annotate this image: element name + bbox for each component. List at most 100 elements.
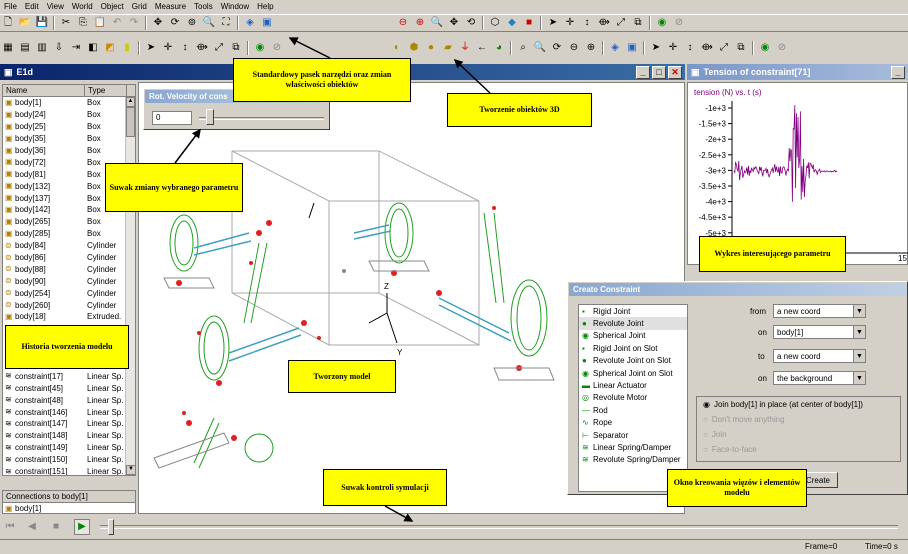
list-item[interactable]: ▣body[132]Box	[5, 181, 101, 191]
scroll-down-arrow[interactable]: ▼	[126, 465, 135, 475]
list-item[interactable]: ▣body[1]Box	[5, 98, 101, 108]
rewind-icon[interactable]: ⏮	[5, 521, 15, 532]
disable-icon[interactable]: ⊘	[272, 42, 282, 53]
constraint-type-item[interactable]: —Rod	[582, 405, 608, 415]
list-item[interactable]: ⊜body[260]Cylinder	[5, 300, 117, 310]
move-icon[interactable]: ✥	[153, 17, 163, 28]
menu-edit[interactable]: Edit	[24, 2, 39, 11]
list-item[interactable]: ⊜body[88]Cylinder	[5, 264, 117, 274]
list-item[interactable]: ▣body[18]Extruded.	[5, 312, 122, 322]
column-header-name[interactable]: Name	[3, 85, 85, 97]
open-folder-icon[interactable]: 📂	[18, 17, 32, 28]
grid-icon[interactable]: ▦	[3, 42, 13, 53]
list-item[interactable]: ≋constraint[45]Linear Sp.	[5, 383, 124, 393]
create-box-icon[interactable]: ▰	[444, 42, 452, 53]
create-block-icon[interactable]: ⬢	[409, 42, 419, 53]
spin-icon[interactable]: ⟴	[598, 17, 610, 28]
zoom-out-icon[interactable]: ⊖	[398, 17, 408, 28]
constraint-type-item[interactable]: ▪Rigid Joint on Slot	[582, 343, 658, 353]
list-item[interactable]: ▣body[36]Box	[5, 146, 101, 155]
redo-icon[interactable]: ↷	[129, 17, 139, 28]
constraint-type-item[interactable]: ◉Spherical Joint on Slot	[582, 368, 673, 378]
constraint-type-item[interactable]: ▬Linear Actuator	[582, 381, 647, 391]
parameter-slider-track[interactable]	[199, 117, 324, 120]
translate-icon[interactable]: ✛	[668, 42, 678, 53]
parameter-slider-thumb[interactable]	[206, 109, 214, 125]
vertical-move-icon[interactable]: ↕	[182, 42, 188, 53]
list-item[interactable]: ≋constraint[147]Linear Sp.	[5, 419, 124, 429]
step-back-icon[interactable]: ◀	[28, 521, 36, 532]
list-item[interactable]: ▣body[24]Box	[5, 110, 101, 120]
create-constraint-titlebar[interactable]: Create Constraint	[569, 283, 907, 296]
list-item[interactable]: ≋constraint[151]Linear Sp.	[5, 467, 124, 476]
disable-icon[interactable]: ⊘	[674, 17, 684, 28]
list-item[interactable]: ≋constraint[150]Linear Sp.	[5, 455, 124, 465]
create-motor-icon[interactable]: ◕	[495, 42, 503, 53]
zoom-fit-icon[interactable]: ⛶	[222, 17, 230, 28]
scroll-up-arrow[interactable]: ▲	[126, 97, 135, 107]
rotate-icon[interactable]: ⟳	[170, 17, 180, 28]
magnifier-icon[interactable]: 🔍	[533, 42, 547, 53]
window-icon[interactable]: ▤	[20, 42, 30, 53]
attach-icon[interactable]: ⇥	[71, 42, 81, 53]
scroll-thumb[interactable]	[126, 107, 135, 137]
view-3d-icon[interactable]: ◈	[611, 42, 619, 53]
slider-value-field[interactable]: 0	[152, 111, 192, 125]
constraint-type-list[interactable]: ▪Rigid Joint●Revolute Joint◉Spherical Jo…	[578, 304, 688, 492]
menu-file[interactable]: File	[4, 2, 17, 11]
list-item[interactable]: ≋constraint[146]Linear Sp.	[5, 407, 124, 417]
list-item[interactable]: ▣body[35]Box	[5, 134, 101, 144]
constraint-type-item[interactable]: ≋Revolute Spring/Damper	[582, 455, 681, 465]
menu-grid[interactable]: Grid	[131, 2, 147, 11]
save-icon[interactable]: 💾	[35, 17, 49, 28]
create-sphere-icon[interactable]: ◐	[393, 42, 401, 53]
create-button[interactable]: Create	[798, 472, 838, 488]
list-item[interactable]: ▣body[1]	[5, 504, 42, 514]
close-button[interactable]: ✕	[668, 65, 682, 79]
simulation-slider-track[interactable]	[100, 525, 898, 529]
constraint-type-item[interactable]: ◉Spherical Joint	[582, 331, 646, 341]
translate-icon[interactable]: ✛	[565, 17, 575, 28]
simulation-slider-thumb[interactable]	[108, 519, 114, 535]
simulate-icon[interactable]: ◉	[760, 42, 770, 53]
select-arrow-icon[interactable]: ➤	[146, 42, 156, 53]
list-item[interactable]: ▣body[142]Box	[5, 205, 101, 215]
constraint-type-item[interactable]: ≋Linear Spring/Damper	[582, 442, 672, 452]
list-scrollbar[interactable]: ▲ ▼	[125, 97, 135, 475]
shade-icon[interactable]: ◆	[508, 17, 516, 28]
paste-icon[interactable]: 📋	[93, 17, 107, 28]
constraint-type-item[interactable]: ∿Rope	[582, 418, 613, 428]
column-header-type[interactable]: Type	[85, 85, 127, 97]
list-item[interactable]: ⊜body[86]Cylinder	[5, 253, 117, 263]
model-history-list[interactable]: Name Type ▣body[1]Box ▣body[24]Box ▣body[2…	[2, 84, 136, 476]
zoom-in-icon[interactable]: ⊕	[586, 42, 596, 53]
create-arrow-icon[interactable]: ←	[477, 42, 487, 53]
menu-help[interactable]: Help	[257, 2, 274, 11]
list-item[interactable]: ▣body[137]Box	[5, 193, 101, 203]
create-cylinder-icon[interactable]: ●	[427, 42, 435, 53]
on-select-1[interactable]: body[1]▼	[773, 325, 866, 339]
zoom-icon[interactable]: 🔍	[202, 17, 216, 28]
simulate-icon[interactable]: ◉	[657, 17, 667, 28]
menu-view[interactable]: View	[46, 2, 64, 11]
create-joint-icon[interactable]: ⏚	[460, 42, 470, 53]
scale-icon[interactable]: ⤢	[215, 42, 223, 53]
join-option-radio[interactable]: ◉Join body[1] in place (at center of bod…	[703, 400, 863, 409]
simulate-icon[interactable]: ◉	[255, 42, 265, 53]
menu-world[interactable]: World	[71, 2, 93, 11]
zoom-window-icon[interactable]: 🔍	[430, 17, 444, 28]
constraint-type-item[interactable]: ●Revolute Joint on Slot	[582, 356, 671, 366]
copy-object-icon[interactable]: ⧉	[634, 17, 642, 28]
render-icon[interactable]: ■	[525, 17, 533, 28]
list-item[interactable]: ▣body[25]Box	[5, 122, 101, 132]
list-item[interactable]: ▣body[285]Box	[5, 229, 101, 239]
orbit-icon[interactable]: ⊚	[187, 17, 197, 28]
rotate-view-icon[interactable]: ⟳	[552, 42, 562, 53]
hide-icon[interactable]: ◧	[88, 42, 98, 53]
constraint-type-item[interactable]: ▪Rigid Joint	[582, 306, 631, 316]
view-box-icon[interactable]: ▣	[262, 17, 272, 28]
zoom-in-icon[interactable]: ⊕	[415, 17, 425, 28]
menu-object[interactable]: Object	[100, 2, 124, 11]
select-arrow-icon[interactable]: ➤	[548, 17, 558, 28]
disable-icon[interactable]: ⊘	[777, 42, 787, 53]
